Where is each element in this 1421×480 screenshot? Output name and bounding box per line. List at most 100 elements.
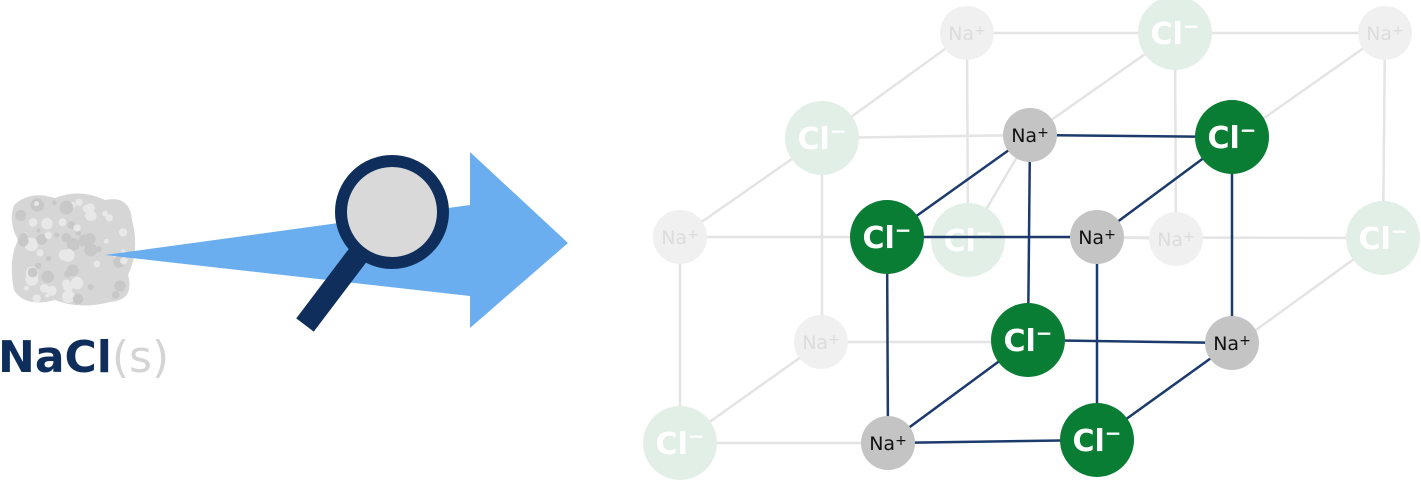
powder-grain: [52, 200, 57, 206]
ion-sphere: [1003, 108, 1057, 162]
ion-label: Cl−: [1207, 118, 1256, 156]
powder-grain: [62, 290, 75, 304]
powder-grain: [41, 218, 53, 230]
ion-label: Na+: [661, 227, 699, 250]
ion-sphere: [861, 416, 915, 470]
ion-label: Na+: [869, 433, 907, 456]
formula-state: (s): [112, 332, 169, 383]
powder-grain: [35, 262, 42, 269]
ion-sphere: [991, 303, 1065, 377]
powder-grain: [24, 285, 29, 291]
ion-sphere: [1205, 316, 1259, 370]
ion-label: Na+: [1011, 125, 1049, 148]
faded-chloride-ion: Cl−: [643, 406, 717, 480]
powder-grain: [45, 255, 52, 262]
ion-label: Cl−: [655, 424, 704, 462]
ion-label: Cl−: [1358, 219, 1407, 257]
sodium-ion: Na+: [861, 416, 915, 470]
chloride-ion: Cl−: [1060, 403, 1134, 477]
powder-grain: [80, 241, 85, 247]
chloride-ion: Cl−: [850, 200, 924, 274]
faded-bond: [1239, 31, 1386, 137]
sodium-ion: Na+: [1003, 108, 1057, 162]
ion-sphere: [1070, 210, 1124, 264]
powder-grain: [70, 276, 84, 290]
powder-grain: [27, 267, 38, 278]
powder-grain: [58, 218, 67, 227]
powder-grain: [41, 270, 54, 284]
ion-sphere: [643, 406, 717, 480]
ion-sphere: [1195, 100, 1269, 174]
faded-chloride-ion: Cl−: [1346, 201, 1420, 275]
formula-main: NaCl: [0, 332, 112, 383]
chloride-ion: Cl−: [1195, 100, 1269, 174]
powder-grain: [66, 238, 80, 251]
ion-label: Na+: [1366, 23, 1404, 46]
chloride-ion: Cl−: [991, 303, 1065, 377]
faded-lattice-ions: Na+ Cl− Na+ Cl− Na+ Cl− Na+ Cl− Na+ Cl−: [643, 0, 1420, 480]
ion-label: Cl−: [1003, 321, 1052, 359]
powder-grain: [63, 282, 74, 293]
ion-label: Na+: [1213, 333, 1251, 356]
sodium-ion: Na+: [1205, 316, 1259, 370]
powder-grain: [114, 280, 126, 292]
faded-sodium-ion: Na+: [794, 315, 848, 369]
ion-sphere: [653, 210, 707, 264]
powder-grain: [32, 294, 41, 303]
ion-sphere: [1060, 403, 1134, 477]
powder-grain: [103, 238, 109, 244]
formula-label: NaCl(s): [0, 332, 169, 383]
powder-grain: [59, 200, 74, 215]
powder-grain: [95, 246, 102, 253]
faded-chloride-ion: Cl−: [931, 203, 1005, 277]
powder-grain: [75, 230, 81, 236]
powder-grain: [39, 284, 49, 293]
powder-grain: [84, 243, 98, 257]
powder-grain: [75, 198, 83, 206]
ion-label: Cl−: [1150, 14, 1199, 52]
powder-grain: [66, 264, 79, 277]
powder-grain: [36, 249, 44, 257]
powder-grain: [72, 293, 84, 305]
ion-sphere: [1149, 212, 1203, 266]
faded-sodium-ion: Na+: [1149, 212, 1203, 266]
ion-sphere: [785, 101, 859, 175]
faded-chloride-ion: Cl−: [785, 101, 859, 175]
powder-grain: [44, 231, 53, 239]
unit-cell-ions: Na+ Cl− Cl− Na+ Cl− Na+ Na+ Cl−: [850, 100, 1269, 477]
powder-grain: [19, 232, 29, 242]
powder-grain: [45, 293, 50, 298]
ion-label: Cl−: [862, 218, 911, 256]
powder-grain: [28, 218, 38, 227]
ion-sphere: [794, 315, 848, 369]
powder-grain: [46, 285, 57, 296]
powder-grain: [87, 283, 94, 291]
ion-sphere: [850, 200, 924, 274]
salt-crystal-powder: [11, 193, 136, 306]
powder-grain: [61, 248, 75, 262]
faded-sodium-ion: Na+: [1358, 6, 1412, 60]
arrow-right: [105, 152, 568, 328]
powder-grain: [15, 209, 27, 221]
powder-grain: [85, 210, 96, 221]
powder-grain: [36, 228, 41, 233]
powder-grain: [36, 234, 48, 245]
ion-label: Na+: [802, 332, 840, 355]
powder-grain: [67, 221, 76, 230]
powder-grain: [54, 232, 60, 238]
sodium-ion: Na+: [1070, 210, 1124, 264]
powder-grain: [111, 290, 120, 299]
powder-grain: [105, 214, 114, 222]
faded-sodium-ion: Na+: [940, 6, 994, 60]
ion-label: Cl−: [797, 119, 846, 157]
powder-grain: [73, 224, 81, 232]
ion-label: Na+: [1078, 227, 1116, 250]
powder-grain: [84, 233, 96, 245]
ion-label: Cl−: [943, 221, 992, 259]
ion-sphere: [1346, 201, 1420, 275]
ion-sphere: [931, 203, 1005, 277]
powder-grain: [118, 228, 128, 237]
ion-label: Na+: [948, 23, 986, 46]
ion-sphere: [940, 6, 994, 60]
